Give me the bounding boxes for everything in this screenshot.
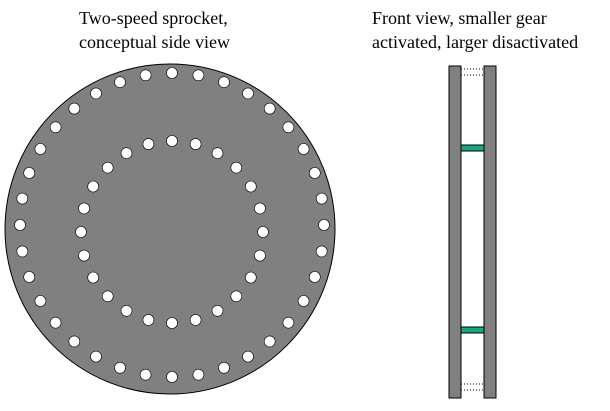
outer-hole	[263, 335, 276, 348]
outer-hole	[318, 219, 330, 231]
inner-hole	[120, 147, 133, 159]
outer-hole	[49, 121, 62, 134]
left-plate	[448, 65, 462, 399]
outer-hole	[282, 121, 295, 134]
inner-hole	[257, 226, 269, 238]
inner-hole	[166, 135, 178, 147]
outer-hole	[192, 368, 205, 381]
outer-hole	[16, 192, 29, 205]
outer-hole	[34, 143, 47, 155]
outer-hole	[23, 167, 36, 179]
inner-hole	[87, 271, 99, 284]
inner-hole	[78, 249, 90, 262]
outer-hole	[23, 271, 36, 283]
inner-hole	[254, 249, 266, 262]
front-view-caption: Front view, smaller gear activated, larg…	[372, 6, 578, 54]
outer-hole	[282, 316, 295, 329]
outer-hole	[297, 295, 310, 307]
inner-hole	[254, 202, 266, 215]
outer-hole	[315, 192, 328, 205]
sprocket-disk	[4, 63, 336, 395]
active-pin-top	[460, 144, 485, 152]
inner-hole	[189, 138, 202, 150]
inner-hole	[120, 304, 133, 317]
outer-hole	[308, 271, 321, 283]
right-plate	[483, 65, 497, 399]
active-pin-bottom	[460, 326, 485, 334]
inactive-pin-top	[461, 68, 484, 76]
outer-hole	[90, 87, 102, 100]
inner-hole	[211, 147, 224, 159]
inner-hole	[101, 290, 114, 303]
outer-hole	[139, 368, 152, 381]
outer-hole	[16, 245, 29, 258]
outer-hole	[166, 67, 178, 79]
front-view-caption-line-2: activated, larger disactivated	[372, 32, 579, 52]
side-view	[4, 63, 336, 395]
outer-hole	[34, 295, 47, 307]
inner-hole	[245, 180, 257, 193]
outer-hole-ring	[14, 67, 330, 383]
inner-hole	[230, 290, 243, 303]
outer-hole	[166, 371, 178, 383]
outer-hole	[315, 245, 328, 258]
outer-hole	[242, 87, 254, 100]
outer-hole	[242, 350, 254, 363]
inner-hole	[87, 180, 99, 193]
inactive-pin-bottom	[461, 383, 484, 391]
inner-hole	[101, 161, 114, 174]
inner-hole	[189, 314, 202, 326]
inner-hole	[245, 271, 257, 284]
outer-hole	[114, 76, 126, 88]
outer-hole	[114, 361, 126, 374]
outer-hole	[192, 69, 205, 82]
side-view-caption-line-2: conceptual side view	[79, 32, 230, 52]
inner-hole	[211, 304, 224, 317]
outer-hole	[308, 167, 321, 179]
inner-hole	[142, 314, 155, 326]
outer-hole	[90, 350, 102, 363]
front-view-caption-line-1: Front view, smaller gear	[372, 8, 547, 28]
inner-hole	[230, 161, 243, 174]
outer-hole	[263, 102, 276, 115]
inner-hole-ring	[75, 135, 269, 329]
outer-hole	[68, 335, 81, 348]
outer-hole	[139, 69, 152, 82]
inner-hole	[142, 138, 155, 150]
outer-hole	[49, 316, 62, 329]
inner-hole	[166, 317, 178, 329]
outer-hole	[218, 76, 230, 88]
outer-hole	[218, 361, 230, 374]
outer-hole	[297, 143, 310, 155]
outer-hole	[14, 219, 26, 231]
side-view-caption: Two-speed sprocket, conceptual side view	[79, 6, 230, 54]
side-view-caption-line-1: Two-speed sprocket,	[79, 8, 228, 28]
inner-hole	[75, 226, 87, 238]
front-view	[448, 65, 497, 399]
inner-hole	[78, 202, 90, 215]
outer-hole	[68, 102, 81, 115]
